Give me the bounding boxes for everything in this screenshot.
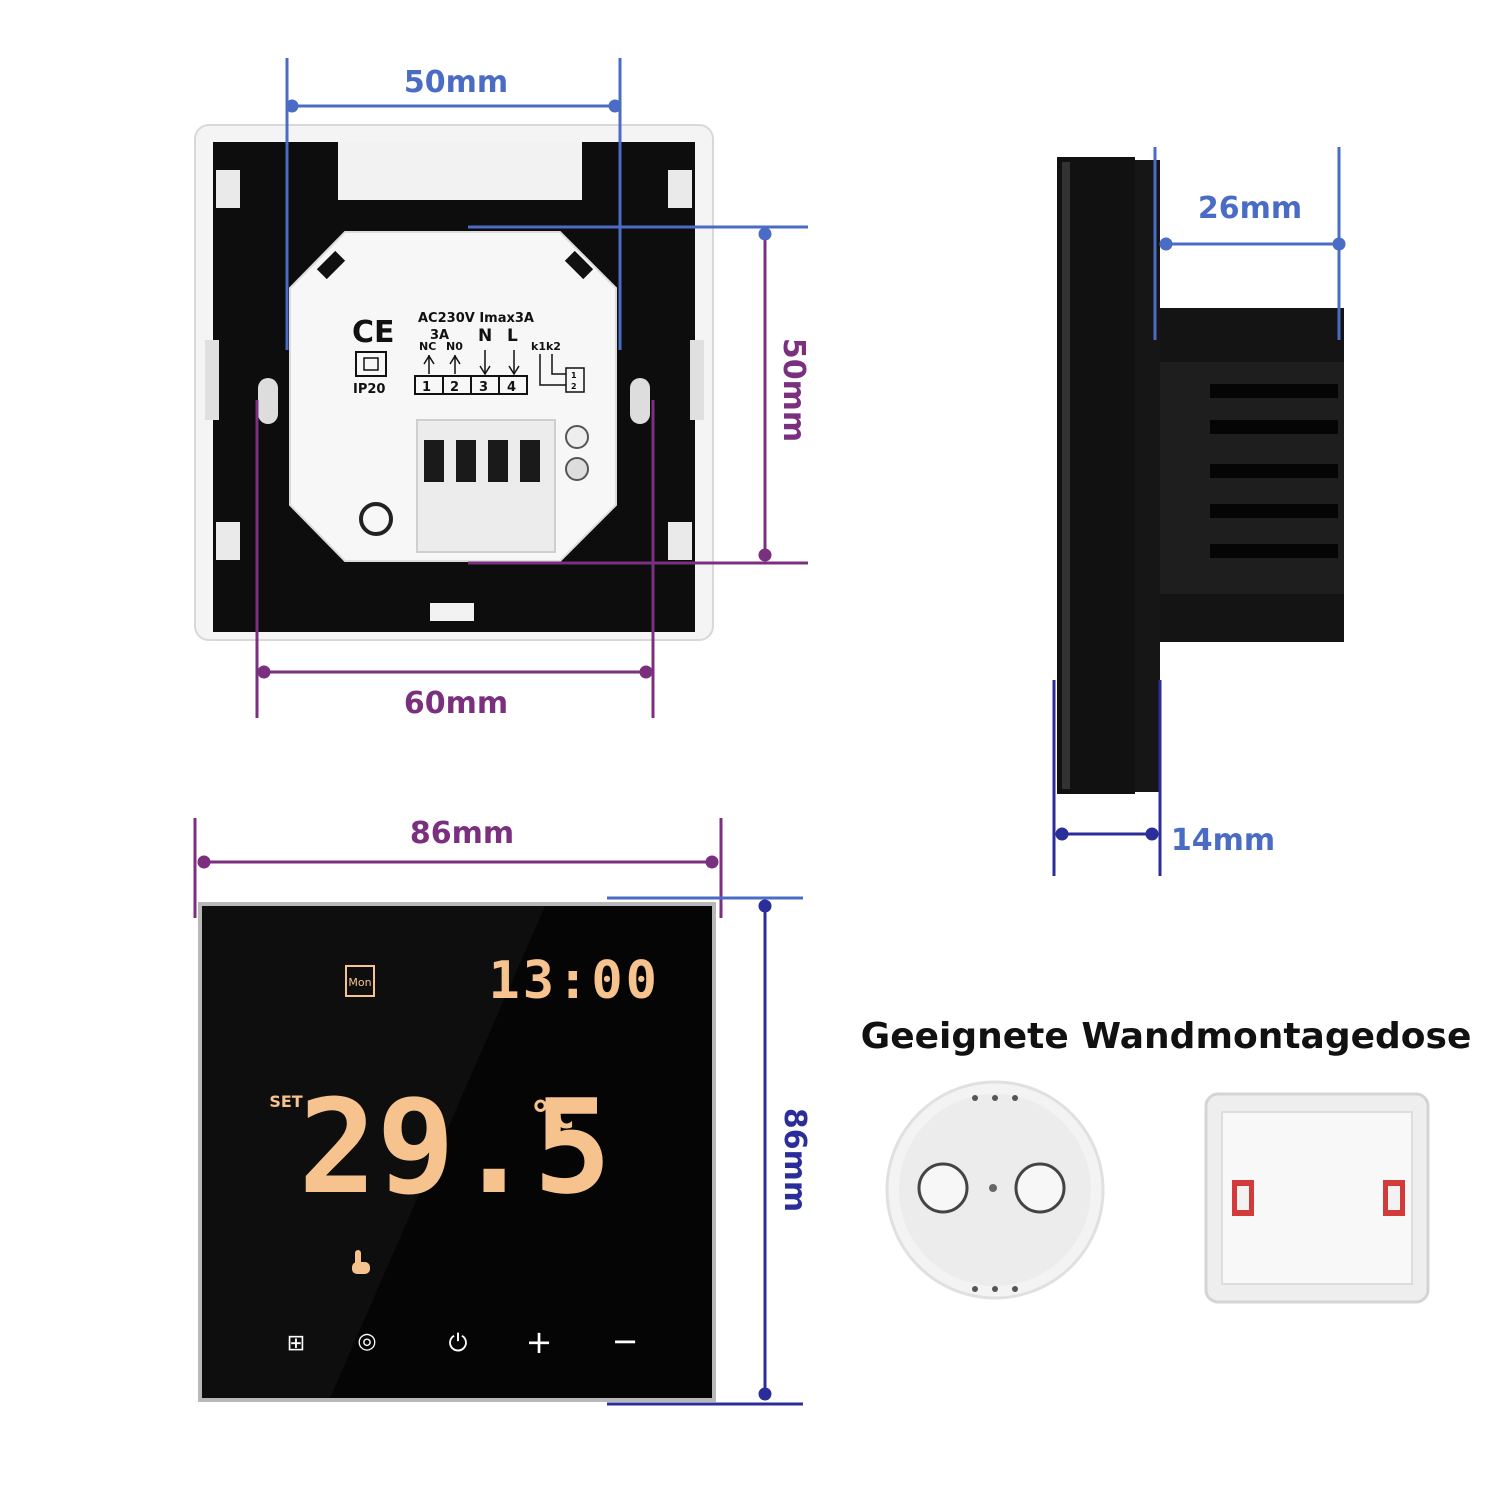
sensor-screw-1: [565, 425, 589, 449]
nc-label: NC: [419, 340, 436, 353]
minus-icon[interactable]: −: [612, 1322, 639, 1360]
front-view: Mon 13:00 SET 29.5 °C ⊞ ◎ ⏻ + − 86mm: [193, 816, 812, 1406]
dim-50mm-height: [468, 225, 808, 565]
wall-box-heading: Geeignete Wandmontagedose: [861, 1016, 1472, 1057]
clip-bottom-left: [216, 522, 240, 560]
l-label: L: [507, 326, 518, 346]
temperature-display: 29.5: [298, 1071, 611, 1223]
dim-60mm: [255, 400, 655, 718]
touch-hand-icon: [352, 1250, 370, 1274]
sensor-1-label: 1: [571, 371, 577, 380]
mode-icon[interactable]: ◎: [357, 1329, 376, 1354]
glass-reflection: [202, 906, 545, 1398]
k1k2-label: k1k2: [531, 340, 561, 353]
screw-slot-right: [630, 378, 650, 424]
screw-terminal-block: [416, 419, 556, 553]
sensor-2-label: 2: [571, 382, 577, 391]
dim-label-86mm-width: 86mm: [410, 816, 514, 851]
notch-right: [690, 340, 704, 420]
terminal-2: 2: [450, 380, 459, 395]
terminal-screws: [424, 440, 540, 482]
dim-label-26mm: 26mm: [1198, 191, 1302, 226]
terminal-arrows: [423, 350, 585, 393]
side-panel-edge: [1062, 162, 1070, 789]
ip-rating: IP20: [353, 382, 385, 397]
plus-icon[interactable]: +: [526, 1323, 553, 1361]
side-view: 26mm 14mm: [1052, 147, 1346, 876]
touch-buttons: ⊞ ◎ ⏻ + −: [287, 1322, 639, 1361]
dim-label-60mm: 60mm: [404, 686, 508, 721]
n-label: N: [478, 326, 492, 346]
dim-26mm: [1153, 147, 1346, 340]
dim-label-14mm: 14mm: [1171, 823, 1275, 858]
round-wall-box: [885, 1080, 1105, 1300]
dim-14mm: [1052, 680, 1162, 876]
ce-mark: CE: [352, 315, 395, 350]
terminal-4: 4: [507, 380, 516, 395]
clip-bottom-right: [668, 522, 692, 560]
side-vents: [1210, 384, 1338, 558]
clip-top-right: [668, 170, 692, 208]
double-insulation-icon: [355, 351, 387, 377]
dim-label-50mm-height: 50mm: [776, 338, 811, 442]
square-wall-box: [1204, 1092, 1430, 1304]
screw-slot-left: [258, 378, 278, 424]
module-notch-left: [316, 250, 346, 280]
terminal-1: 1: [422, 380, 431, 395]
double-insulation-inner: [363, 357, 379, 371]
sensor-screw-2: [565, 457, 589, 481]
back-view: CE IP20 AC230V Imax3A 3A N L NC N0 k1k2 …: [194, 58, 811, 721]
current-text: 3A: [430, 328, 449, 343]
bottom-slot: [430, 603, 474, 621]
notch-left: [205, 340, 219, 420]
dim-label-86mm-height: 86mm: [777, 1108, 812, 1212]
dim-50mm-width: [285, 58, 622, 350]
power-icon[interactable]: ⏻: [449, 1329, 468, 1357]
top-slot: [338, 142, 582, 200]
clip-top-left: [216, 170, 240, 208]
module-hole: [359, 502, 393, 536]
dim-86mm-height: [607, 896, 803, 1406]
unit-display: °C: [529, 1093, 575, 1137]
wall-box-section: Geeignete Wandmontagedose: [861, 1016, 1472, 1304]
rating-text: AC230V Imax3A: [418, 311, 534, 326]
time-display: 13:00: [488, 951, 660, 1011]
menu-grid-icon[interactable]: ⊞: [287, 1331, 305, 1356]
set-label: SET: [269, 1092, 302, 1111]
dim-86mm-width: [193, 818, 723, 918]
day-box: [345, 965, 375, 997]
no-label: N0: [446, 340, 463, 353]
day-indicator: Mon: [348, 976, 371, 989]
dim-label-50mm-width: 50mm: [404, 65, 508, 100]
module-notch-right: [564, 250, 594, 280]
terminal-3: 3: [479, 380, 488, 395]
